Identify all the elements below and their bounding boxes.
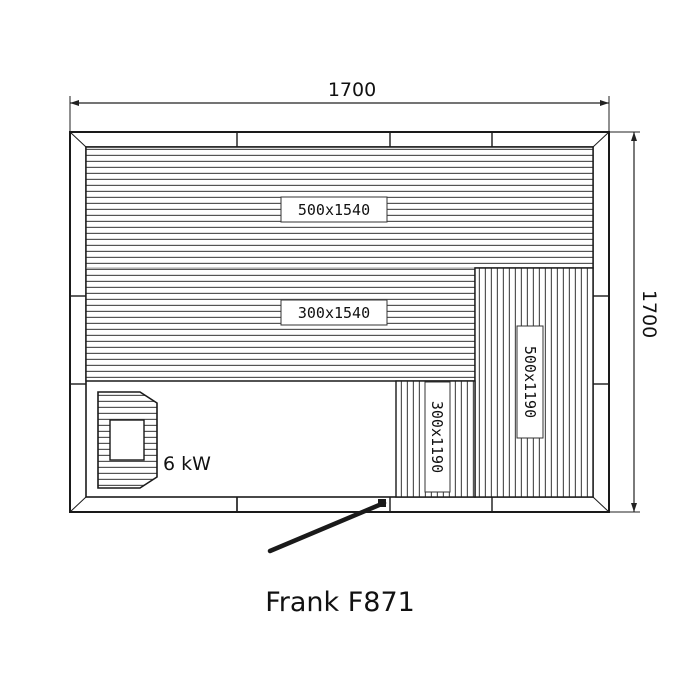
wall-corner (592, 496, 610, 513)
heater-stones (109, 419, 145, 461)
benches: 500x1540 300x1540 500x1190 300x1190 (85, 146, 594, 498)
depth-dimension: 1700 (609, 131, 660, 513)
door (236, 497, 387, 554)
wall-corner (69, 496, 87, 513)
width-dimension: 1700 (69, 79, 610, 132)
width-dimension-label: 1700 (328, 79, 376, 101)
side-upper-bench-label: 500x1190 (521, 346, 539, 418)
door-leaf (267, 500, 387, 554)
side-upper-bench-label-box (516, 325, 544, 439)
upper-bench-label: 500x1540 (298, 201, 370, 219)
depth-arrow-top (631, 132, 637, 141)
lower-bench-label: 300x1540 (298, 304, 370, 322)
width-arrow-left (70, 100, 79, 106)
heater: 6 kW (97, 391, 211, 489)
wall-corner (592, 131, 610, 148)
depth-dimension-label: 1700 (638, 290, 660, 338)
model-name: Frank F871 (265, 587, 415, 618)
lower-bench-label-box (280, 299, 388, 326)
depth-arrow-bottom (631, 503, 637, 512)
upper-bench-label-box (280, 196, 388, 223)
side-lower-bench-label-box (424, 381, 451, 493)
wall-corner (69, 131, 87, 148)
width-arrow-right (600, 100, 609, 106)
side-lower-bench-label: 300x1190 (428, 401, 446, 473)
heater-power-label: 6 kW (163, 453, 211, 475)
door-hinge (378, 499, 386, 507)
